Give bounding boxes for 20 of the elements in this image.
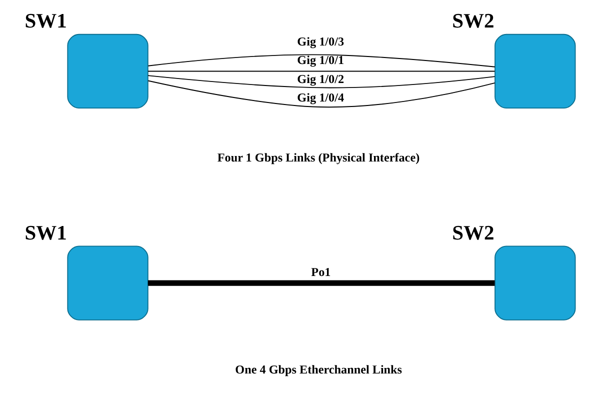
connector	[148, 75, 496, 88]
label: One 4 Gbps Etherchannel Links	[235, 362, 402, 376]
node-box	[494, 246, 576, 320]
label: Four 1 Gbps Links (Physical Interface)	[217, 150, 420, 165]
connector	[148, 280, 495, 286]
node-box	[494, 34, 576, 109]
edge-label: Po1	[311, 264, 331, 279]
edge-label: Gig 1/0/4	[297, 90, 344, 104]
edge-label: Gig 1/0/1	[297, 53, 344, 68]
edge-label: Gig 1/0/2	[297, 72, 344, 86]
node-box	[67, 246, 148, 320]
node-label: SW2	[452, 222, 494, 244]
node-label: SW1	[24, 222, 67, 244]
connector	[148, 80, 496, 108]
node-label: SW2	[452, 10, 494, 32]
connector	[148, 70, 496, 72]
node-label: SW1	[24, 10, 67, 32]
connector	[148, 54, 496, 68]
node-box	[67, 34, 148, 109]
edge-label: Gig 1/0/3	[297, 34, 344, 48]
